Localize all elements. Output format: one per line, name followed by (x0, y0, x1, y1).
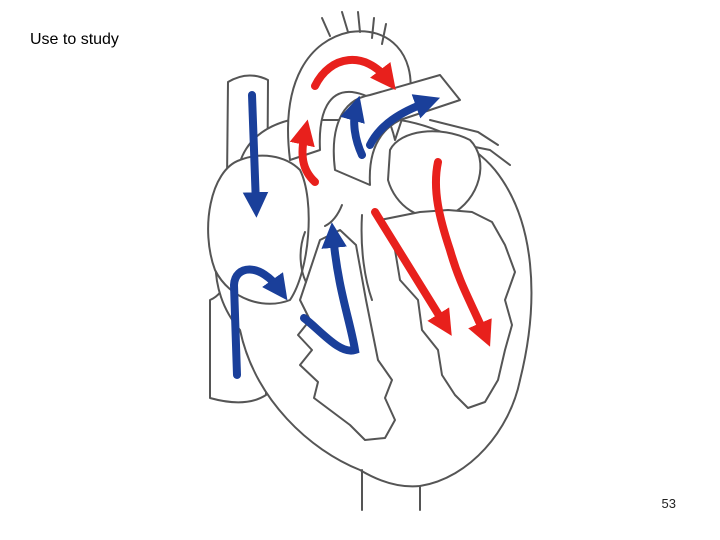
blue-flow-arrow (300, 222, 360, 355)
descending-aorta-outline (361, 469, 421, 511)
blue-flow-arrow (366, 94, 441, 149)
slide-title: Use to study (30, 31, 119, 48)
red-flow-arrow (311, 55, 396, 91)
blue-flow-arrow (242, 91, 269, 218)
red-flow-arrow (371, 208, 452, 336)
red-flow-arrow (431, 158, 492, 347)
aorta-branches-outline (321, 11, 387, 45)
red-flow-arrow (289, 119, 319, 186)
blue-flow-arrow (340, 95, 366, 159)
page-number: 53 (661, 496, 676, 511)
blue-flow-arrow (229, 265, 288, 379)
right-atrium-outline (207, 154, 310, 305)
right-ventricle-outline (297, 229, 396, 441)
